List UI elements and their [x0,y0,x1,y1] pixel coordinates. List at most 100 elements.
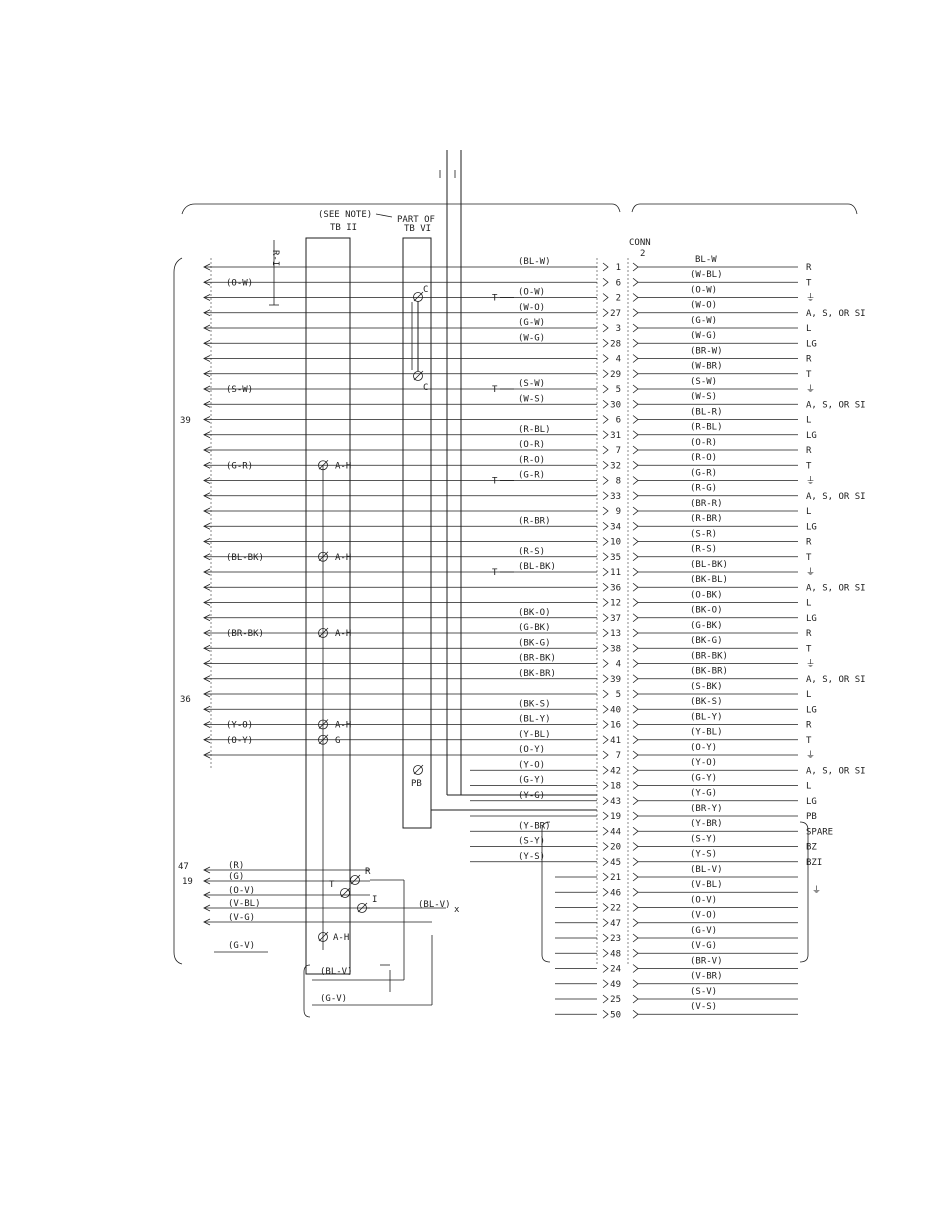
pin-chevron [632,948,639,958]
conn-pin-number: 37 [610,614,621,624]
right-wire-code: (BR-BK) [690,651,728,661]
lower-left-brace [541,821,551,963]
pin-chevron [632,659,639,668]
switch-slash [357,902,368,913]
mid-wire-code: (BL-BK) [518,562,556,572]
mid-wire-code: (Y-O) [518,760,545,770]
conn-pin-number: 42 [610,766,621,776]
top-right-code: BL-W [695,255,717,265]
wire-row: (G-R)8(R-G)⏚T [203,471,815,494]
terminal-slash [318,551,329,562]
right-wire-code: (S-Y) [690,834,717,844]
right-wire-code: (S-W) [690,377,717,387]
conn-pin-number: 50 [610,1010,621,1020]
left-wire-code: (G-R) [226,461,253,471]
wire-row: (G-W)3(W-G)L [203,318,811,341]
wire-row: (BK-G)38(BR-BK)T [203,638,812,661]
wire-row: (Y-BR)44(S-Y)SPARE [470,821,833,844]
right-wire-code: (Y-BL) [690,728,723,738]
plug-contact [203,416,211,423]
right-wire-code: (V-G) [690,941,717,951]
wire-row: (BK-O)37(G-BK)LG [203,608,817,631]
conn-title: CONN [629,238,651,248]
plug-contact [203,629,211,637]
pin-chevron [602,872,609,882]
pin-chevron [632,857,639,867]
pin-chevron [632,506,639,516]
conn-pin-number: 10 [610,538,621,548]
switch-terminal [340,888,350,898]
mid-wire-code: (BK-BR) [518,669,556,679]
plug-contact [203,309,211,317]
pin-chevron [632,765,639,775]
pin-chevron [602,506,609,516]
plug-contact [203,891,211,899]
terminal-designation: R [806,629,812,639]
pin-chevron [602,979,609,989]
terminal-label: A-H [335,461,351,471]
plug-contact [203,477,211,484]
wire-row: (S-Y)20(Y-S)BZ [470,837,817,860]
terminal-designation: LG [806,797,817,807]
plug-contact [203,522,211,530]
wire-row: (R-S)35(BL-BK)T [203,547,812,570]
plug-contact [203,599,211,606]
terminal-designation: LG [806,614,817,624]
conn-pin-number: 35 [610,553,621,563]
wire-row: 6(O-W)T [203,277,812,295]
right-wire-code: (V-BR) [690,972,723,982]
conn-pin-number: 30 [610,400,621,410]
right-wire-code: (O-BK) [690,590,723,600]
switch-slash [318,931,329,942]
conn-pin-number: 40 [610,705,621,715]
pin-chevron [632,842,639,851]
mid-wire-code: (R-BL) [518,425,551,435]
conn-pin-number: 23 [610,934,621,944]
pin-chevron [602,476,609,485]
pin-chevron [632,704,639,714]
pin-chevron [602,765,609,775]
pin-chevron [602,826,609,836]
pin-chevron [632,323,639,333]
terminal-designation: L [806,507,811,517]
terminal-label: G [335,736,340,746]
terminal-designation: R [806,538,812,548]
wire-row: (S-W)5(W-S)⏚T [203,379,815,402]
plug-contact [203,918,211,926]
right-wire-code: (W-S) [690,392,717,402]
conn-pin-number: 9 [616,507,621,517]
right-wire-code: (Y-G) [690,789,717,799]
wire-row: 10(R-S)R [203,537,812,555]
terminal-designation: L [806,690,811,700]
terminal-designation: BZI [806,858,822,868]
conn-pin-number: 41 [610,736,621,746]
right-wire-code: (BR-R) [690,499,723,509]
pin-chevron [602,308,609,318]
terminal-designation: A, S, OR SI [806,492,866,502]
left-wire-code: (Y-O) [226,721,253,731]
conn-pin-number: 5 [616,690,621,700]
right-wire-code: (BL-BK) [690,560,728,570]
right-wire-code: (G-V) [690,926,717,936]
pin-chevron [632,735,639,745]
pb-terminal [413,765,423,775]
pin-chevron [602,293,609,302]
bottom-wire-code: (G) [228,872,244,882]
pin-chevron [602,704,609,714]
pin-chevron [602,567,609,577]
right-wire-code: (R-G) [690,484,717,494]
contact-slash [413,370,424,381]
wire-rows: (BL-W)1(W-BL)R6(O-W)T(O-W)2(W-O)⏚T(W-O)2… [203,257,866,1020]
pin-chevron [632,918,639,928]
terminal-designation: T [806,278,812,288]
wire-row: (Y-O)42(G-Y)A, S, OR SI [470,760,866,783]
lower-right-brace [799,821,809,963]
right-wire-code: (BK-BR) [690,667,728,677]
pin-chevron [602,338,609,348]
lower-bracket [303,964,311,1018]
terminal-designation: T [806,644,812,654]
terminal-designation: L [806,324,811,334]
pin-chevron [632,903,639,912]
bracket-bl-v: (BL-V) [320,967,353,977]
wire-row: 22(V-O) [555,903,798,921]
